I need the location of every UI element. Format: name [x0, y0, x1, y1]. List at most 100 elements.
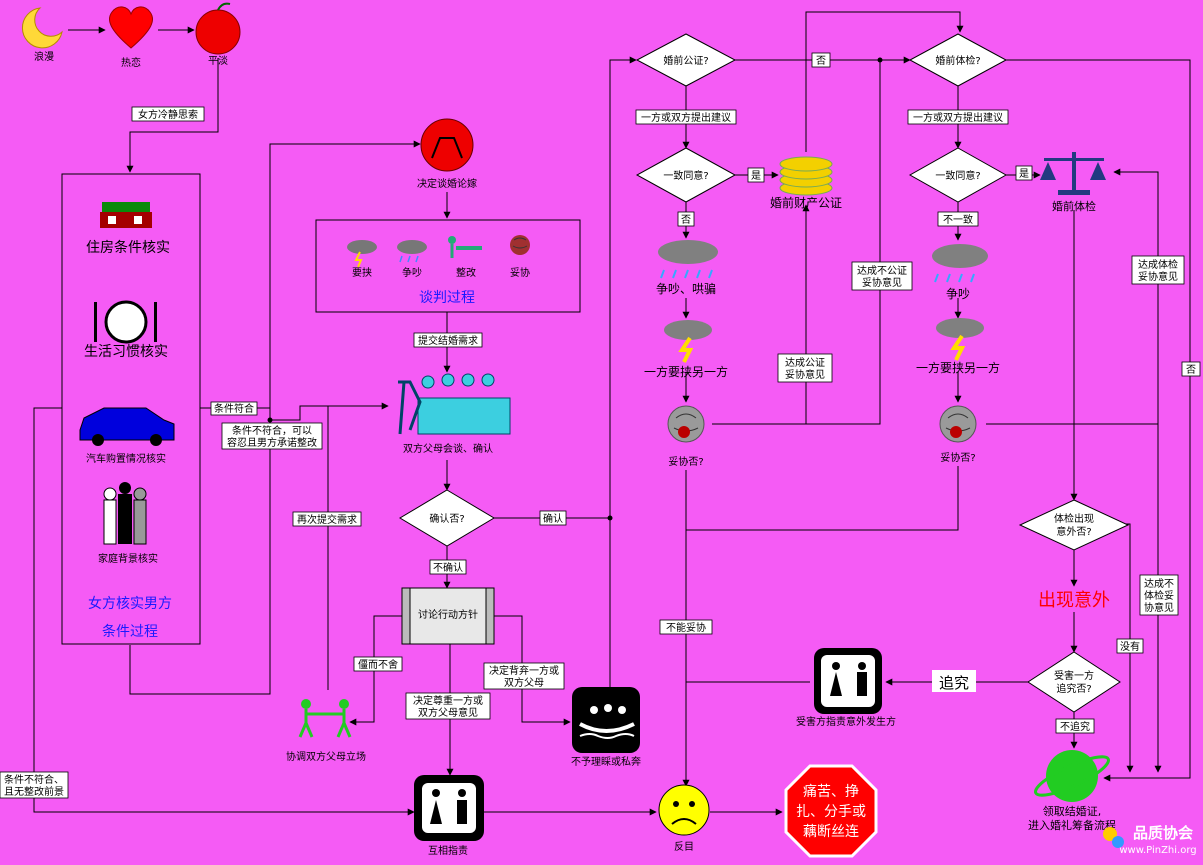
habits-label: 生活习惯核实	[84, 343, 168, 360]
fallout-node: 反目	[658, 784, 710, 853]
dinner-plate-icon	[94, 300, 157, 344]
car-item: 汽车购置情况核实	[79, 407, 175, 465]
meeting-label: 双方父母会谈、确认	[403, 442, 493, 455]
notary-no-reach-label-2: 妥协意见	[862, 276, 902, 289]
notary-q-label: 婚前公证?	[663, 54, 708, 67]
exam-disagree-box	[937, 211, 979, 227]
not-pursue-label: 不追究	[1060, 720, 1090, 733]
submit-label: 提交结婚需求	[418, 334, 478, 347]
stop-label-1: 痛苦、挣	[803, 783, 859, 800]
notary-decision	[635, 33, 737, 87]
resubmit-label: 再次提交需求	[297, 513, 357, 526]
coins-icon	[779, 156, 833, 196]
discuss-label: 讨论行动方针	[418, 608, 478, 621]
exam-suggest-label: 一方或双方提出建议	[913, 111, 1003, 124]
exam-q-label: 婚前体检?	[935, 54, 980, 67]
house-icon	[100, 202, 152, 228]
exam-agree-q-label: 一致同意?	[935, 169, 980, 182]
rain-icon	[397, 240, 427, 263]
notary-quarrel-node: 争吵、哄骗	[656, 240, 718, 296]
asset-label: 婚前财产公证	[770, 195, 842, 210]
watermark-url: www.PinZhi.org	[1119, 845, 1196, 856]
exam-quarrel-node: 争吵	[932, 244, 988, 301]
apple-icon	[195, 9, 241, 55]
no-exam-label-1: 达成不	[1144, 578, 1174, 590]
coordinate-label: 协调双方父母立场	[286, 750, 366, 763]
notary-no-box	[811, 52, 831, 68]
neg-icons	[347, 235, 530, 268]
pursue-box	[932, 670, 976, 692]
exam-no-side-box	[1181, 361, 1201, 377]
exam-reach-label-1: 达成体检	[1138, 258, 1178, 271]
blame-party-label: 受害方指责意外发生方	[796, 715, 896, 728]
notary-agree-decision	[635, 147, 737, 203]
verify-box	[61, 173, 201, 645]
victim-q-label-2: 追究否?	[1056, 682, 1091, 695]
confirm-decision	[399, 489, 495, 547]
cond-fail-label-2: 且无整改前景	[4, 785, 64, 798]
calm-label-box	[131, 106, 205, 122]
ignore-label: 不予理睬或私奔	[571, 755, 641, 768]
notary-reach-box	[777, 353, 833, 383]
rain-cloud-icon	[658, 240, 718, 279]
no-compromise-box	[659, 619, 713, 635]
family-item: 家庭背景核实	[98, 482, 158, 565]
notary-no2-box	[677, 211, 695, 227]
not-pursue-box	[1055, 718, 1095, 734]
stop-label-3: 藕断丝连	[803, 824, 859, 840]
ignore-node: 不予理睬或私奔	[571, 687, 641, 768]
stop-sign-icon	[784, 764, 878, 858]
cond-bad-label-1: 条件不符合，可以	[232, 424, 312, 437]
cond-bad-box	[221, 422, 323, 450]
lightning-cloud-icon	[936, 318, 984, 361]
stage-passion: 热恋	[108, 6, 154, 69]
no-exam-label-3: 协意见	[1144, 601, 1174, 614]
planet-icon	[1046, 750, 1098, 802]
submit-box	[413, 332, 483, 348]
blame-party-node: 受害方指责意外发生方	[796, 648, 896, 728]
notary-agree-q-label: 一致同意?	[663, 169, 708, 182]
housing-item: 住房条件核实	[86, 202, 170, 256]
rain-cloud-icon	[932, 244, 988, 283]
exam-label: 婚前体检	[1052, 199, 1096, 213]
desk-worker-icon	[448, 236, 482, 258]
notary-suggest-box	[635, 109, 737, 125]
moon-icon	[21, 7, 63, 49]
asset-notary-node: 婚前财产公证	[770, 156, 842, 210]
people-icon	[103, 482, 147, 545]
car-label: 汽车购置情况核实	[86, 452, 166, 465]
stop-node: 痛苦、挣 扎、分手或 藕断丝连	[784, 764, 878, 858]
coordinate-node: 协调双方父母立场	[286, 699, 366, 763]
decide-node: 决定谈婚论嫁	[417, 118, 477, 190]
confirm-label: 确认	[543, 512, 563, 525]
abandon-box	[483, 662, 565, 690]
final-node: 领取结婚证, 进入婚礼筹备流程	[1028, 750, 1116, 832]
exam-reach-label-2: 妥协意见	[1138, 270, 1178, 283]
accident-label: 出现意外	[1038, 590, 1110, 611]
stage-romance: 浪漫	[21, 7, 63, 63]
resubmit-box	[292, 511, 362, 527]
no-exam-label-2: 体检妥	[1144, 589, 1174, 602]
neg-item-rectify: 整改	[456, 266, 476, 279]
exam-yes-box	[1015, 165, 1033, 181]
lightning-cloud-icon	[664, 320, 712, 363]
no-compromise-label: 不能妥协	[666, 621, 706, 634]
no-accident-label: 没有	[1120, 640, 1140, 653]
watermark-name: 品质协会	[1133, 824, 1193, 842]
exam-node: 婚前体检	[1040, 152, 1106, 213]
notary-yes-box	[747, 167, 765, 183]
exam-yes-label: 是	[1019, 168, 1029, 180]
notary-compromise-node: 妥协否?	[667, 405, 705, 468]
storm-icon	[347, 240, 377, 268]
blame-node: 互相指责	[414, 775, 484, 857]
no-accident-box	[1116, 638, 1144, 654]
exam-threat-label: 一方要挟另一方	[916, 360, 1000, 375]
pursue-label: 追究	[939, 674, 969, 692]
habits-item: 生活习惯核实	[84, 300, 168, 360]
exam-no-side-label: 否	[1186, 364, 1196, 376]
brain-icon	[939, 405, 977, 443]
accident-q-label-2: 意外否?	[1056, 525, 1091, 538]
victim-q-label-1: 受害一方	[1054, 669, 1094, 682]
not-confirm-label: 不确认	[433, 561, 463, 574]
